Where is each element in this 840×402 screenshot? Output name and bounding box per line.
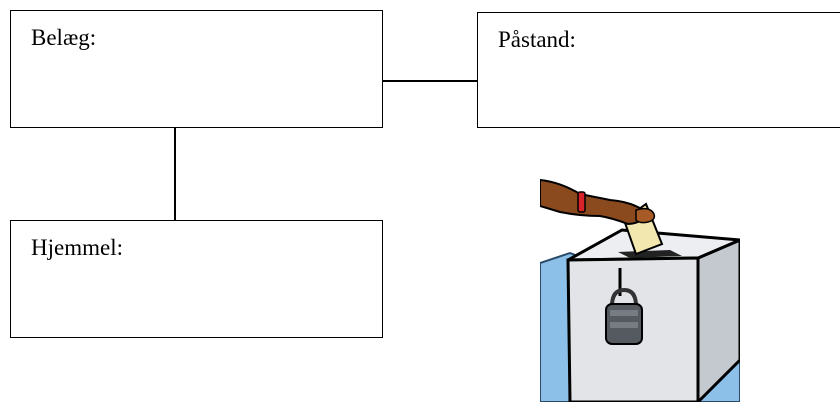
voter-arm (540, 178, 650, 226)
voter-fingers (635, 207, 656, 224)
belaeg-pastand-connector (383, 80, 477, 82)
pastand-label: Påstand: (498, 27, 576, 52)
ballot-box-icon (540, 178, 740, 402)
belaeg-label: Belæg: (31, 25, 97, 50)
pastand-box: Påstand: (477, 12, 840, 128)
hjemmel-label: Hjemmel: (31, 235, 123, 260)
belaeg-hjemmel-connector (174, 128, 176, 220)
hjemmel-box: Hjemmel: (10, 220, 383, 338)
ballot-slot (618, 250, 682, 258)
lock-shackle (610, 287, 638, 307)
belaeg-box: Belæg: (10, 10, 383, 128)
wristwatch (577, 191, 586, 213)
